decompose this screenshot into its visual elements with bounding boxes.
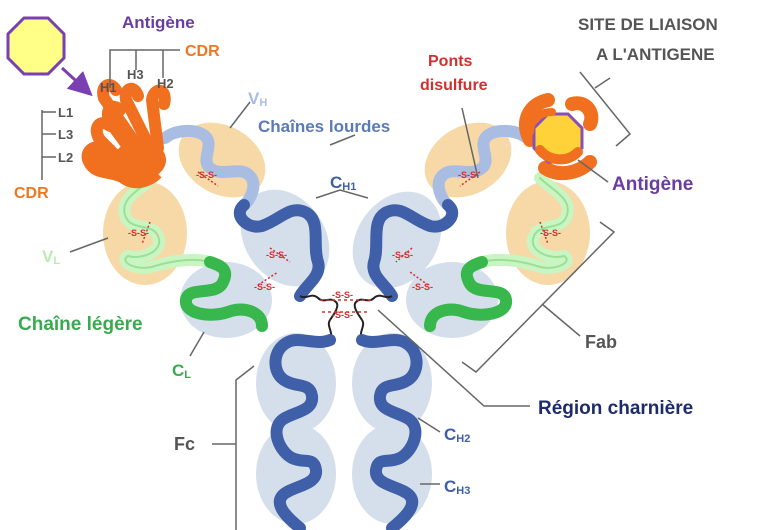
label-ch1: CH1 — [330, 173, 356, 193]
ss-label: -S-S- — [412, 282, 433, 292]
fc-ch3-left-bg — [256, 424, 336, 524]
ss-label: -S-S- — [128, 228, 149, 238]
cdr-left-loops — [87, 85, 166, 183]
label-antigen-right: Antigène — [612, 174, 693, 195]
ss-label: -S-S- — [196, 170, 217, 180]
label-site-line1: SITE DE LIAISON — [578, 15, 718, 34]
label-ponts-line1: Ponts — [428, 53, 473, 70]
label-h1: H1 — [100, 80, 117, 95]
vh-right-bg — [411, 108, 525, 213]
label-cdr-top: CDR — [185, 43, 220, 60]
ss-label: -S-S- — [392, 250, 413, 260]
label-fab: Fab — [585, 332, 617, 352]
label-l3: L3 — [58, 127, 73, 142]
label-site-line2: A L'ANTIGENE — [596, 45, 715, 64]
label-ponts-line2: disulfure — [420, 77, 488, 94]
label-vl: VL — [42, 247, 60, 267]
ss-label: -S-S- — [332, 310, 353, 320]
antigen-left-octagon — [8, 18, 64, 74]
hinge-right-wave — [355, 296, 392, 320]
ss-label: -S-S- — [540, 228, 561, 238]
label-cl: CL — [172, 361, 191, 381]
ss-label: -S-S- — [458, 170, 479, 180]
label-vh: VH — [248, 89, 267, 109]
ss-label: -S-S- — [254, 282, 275, 292]
label-cdr-left: CDR — [14, 185, 49, 202]
label-antigen-top-left: Antigène — [122, 13, 195, 32]
cl-right-bg — [406, 262, 498, 338]
label-fc: Fc — [174, 434, 195, 454]
label-ch3: CH3 — [444, 477, 470, 497]
label-hinge: Région charnière — [538, 398, 693, 419]
label-h2: H2 — [157, 76, 174, 91]
label-l1: L1 — [58, 105, 73, 120]
label-l2: L2 — [58, 150, 73, 165]
label-heavy-chains: Chaînes lourdes — [258, 117, 390, 136]
label-h3: H3 — [127, 67, 144, 82]
antigen-arrow — [62, 68, 86, 90]
cdr-left-h2 — [152, 91, 165, 148]
label-ch2: CH2 — [444, 425, 470, 445]
label-light-chain: Chaîne légère — [18, 314, 143, 335]
ss-label: -S-S- — [332, 290, 353, 300]
ss-label: -S-S- — [266, 250, 287, 260]
